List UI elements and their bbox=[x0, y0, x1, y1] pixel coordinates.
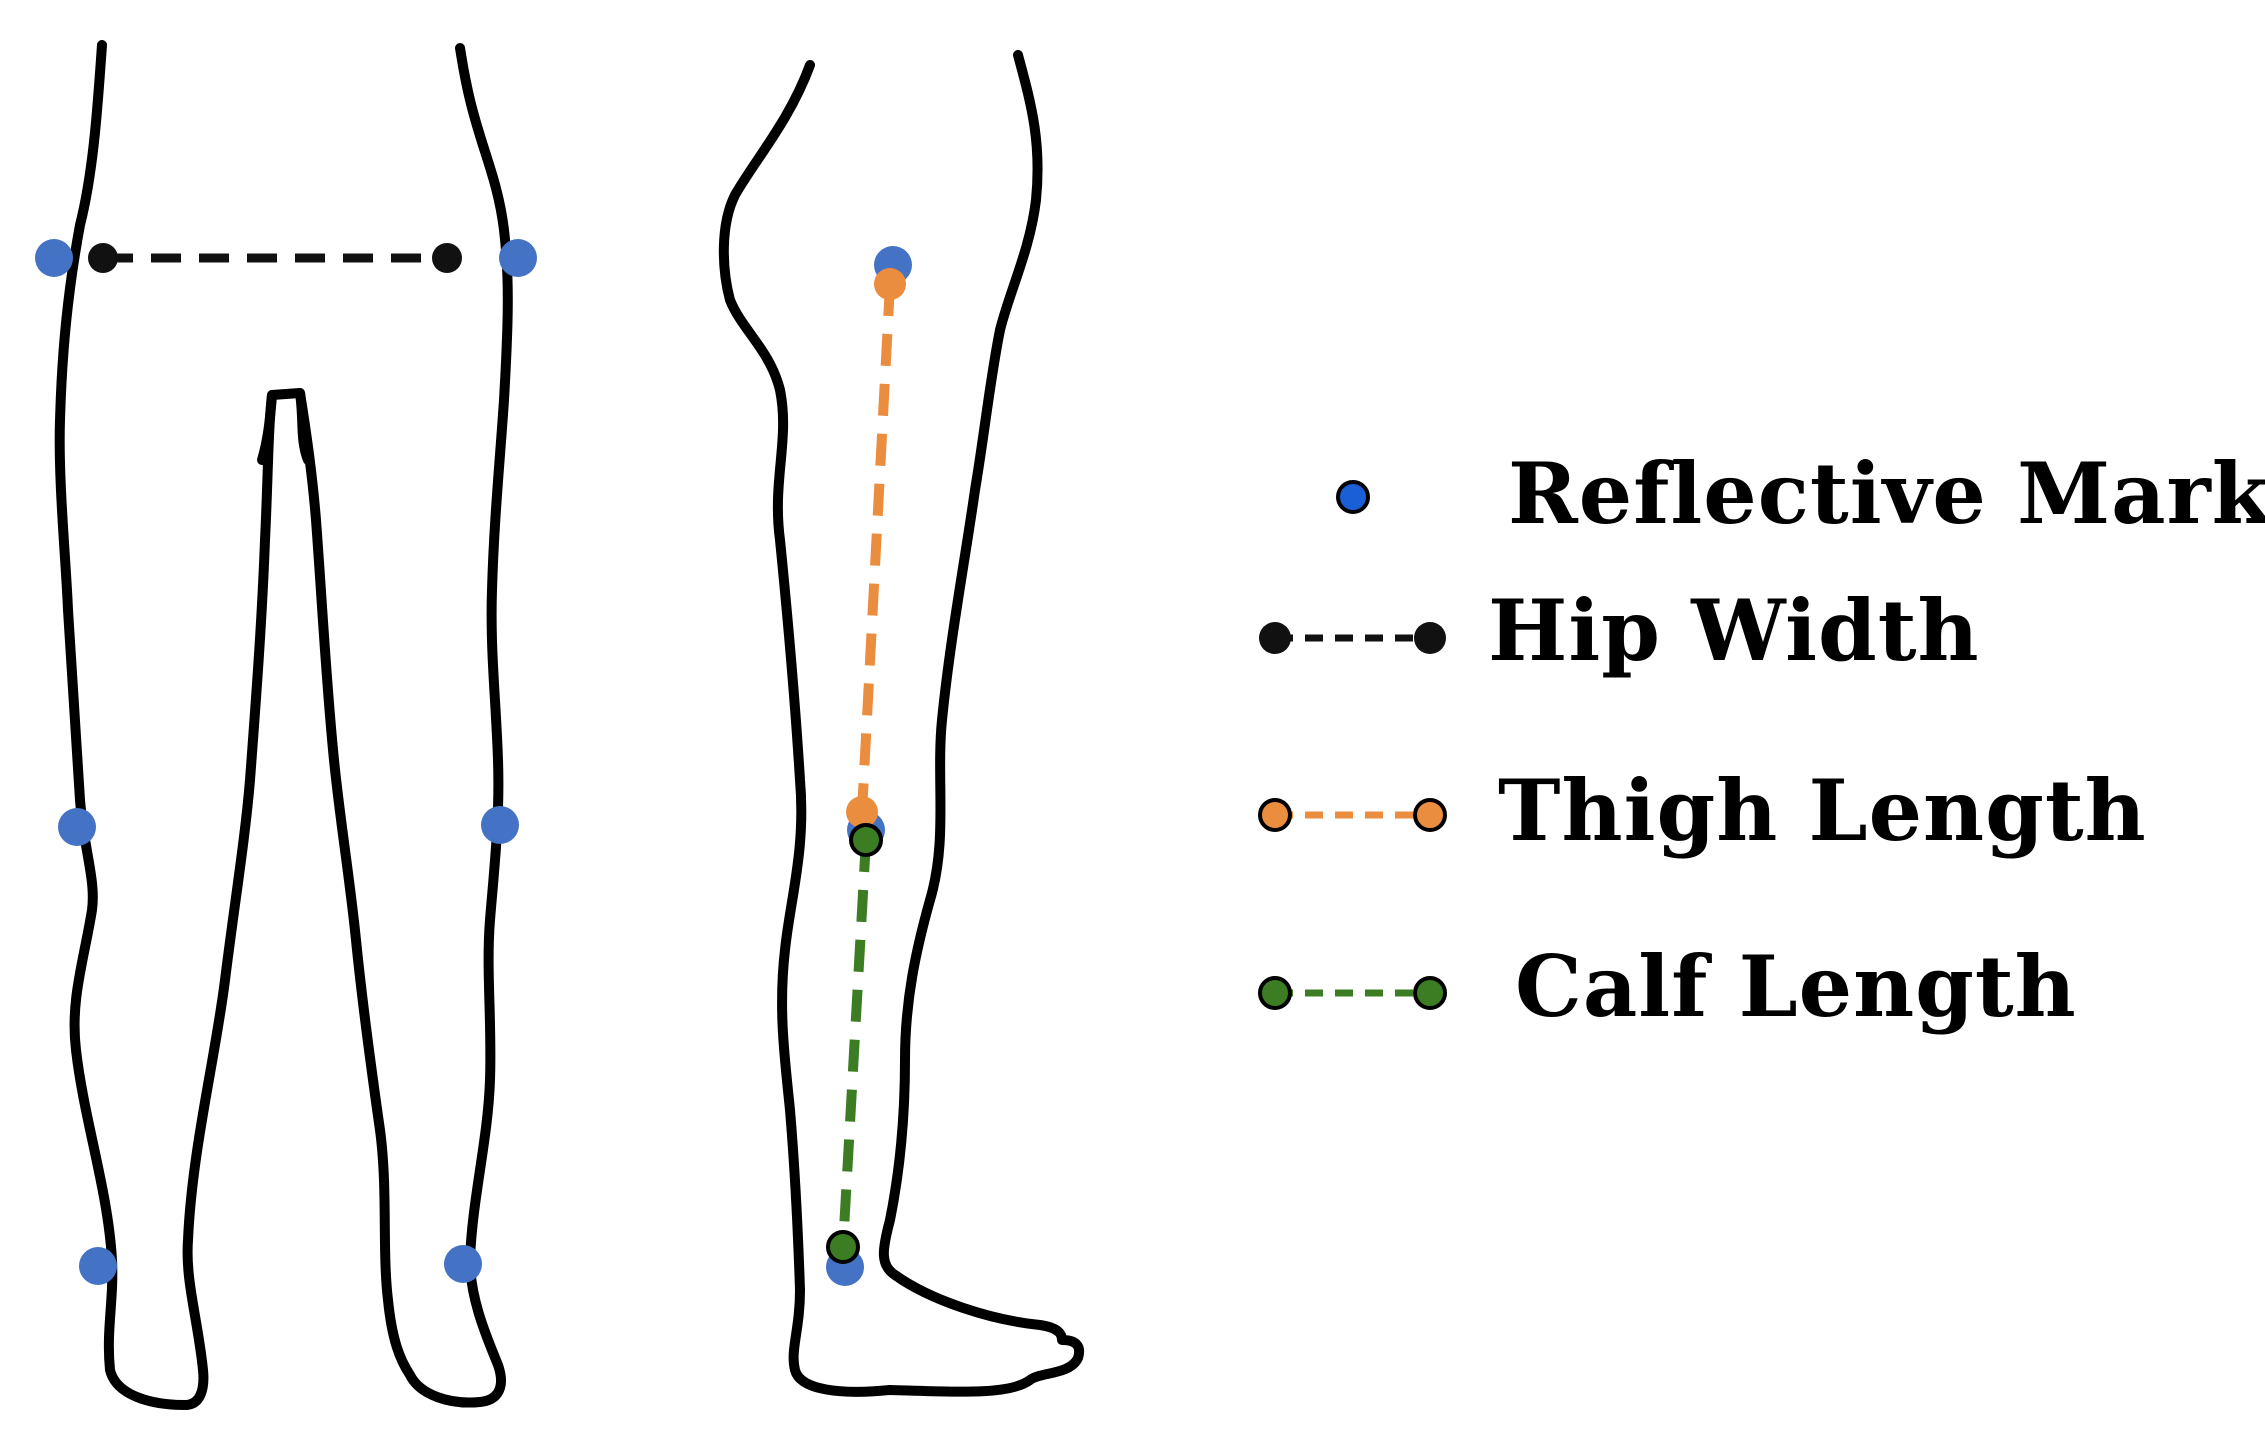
legend-item-thigh-length: Thigh Length bbox=[1258, 761, 2147, 860]
side-leg-back-outline bbox=[718, 60, 895, 1397]
legend-label-hip-width: Hip Width bbox=[1488, 581, 1980, 680]
reflective-marker bbox=[481, 806, 519, 844]
legend: Reflective Markers Hip Width Thigh Lengt… bbox=[1258, 444, 2265, 1036]
hip-width-measure bbox=[88, 243, 462, 273]
legend-label-calf-length: Calf Length bbox=[1515, 937, 2077, 1036]
legend-calf-dot-right bbox=[1413, 976, 1447, 1010]
legend-item-reflective-markers: Reflective Markers bbox=[1336, 444, 2265, 543]
side-leg-front-outline bbox=[878, 50, 1085, 1397]
front-reflective-markers bbox=[35, 239, 537, 1285]
thigh-length-endpoint-bottom bbox=[846, 796, 878, 828]
legend-item-calf-length: Calf Length bbox=[1258, 937, 2077, 1036]
reflective-marker bbox=[35, 239, 73, 277]
thigh-length-measure bbox=[846, 268, 906, 828]
reflective-marker bbox=[499, 239, 537, 277]
legend-hip-dot-left bbox=[1259, 622, 1291, 654]
front-right-leg-outline bbox=[295, 43, 513, 1408]
calf-length-endpoint-bottom bbox=[826, 1230, 860, 1264]
thigh-length-dashed-line bbox=[857, 283, 895, 813]
legend-hip-dot-right bbox=[1414, 622, 1446, 654]
legend-label-reflective-markers: Reflective Markers bbox=[1508, 444, 2265, 543]
legend-thigh-dot-right bbox=[1413, 798, 1447, 832]
calf-length-dashed-line bbox=[838, 839, 871, 1248]
side-view-leg bbox=[718, 50, 1085, 1397]
thigh-length-endpoint-top bbox=[874, 268, 906, 300]
calf-length-endpoint-top bbox=[849, 823, 883, 857]
reflective-marker bbox=[58, 808, 96, 846]
legend-calf-dot-left bbox=[1258, 976, 1292, 1010]
hip-width-endpoint-left bbox=[88, 243, 118, 273]
reflective-marker bbox=[79, 1247, 117, 1285]
front-left-leg-outline bbox=[54, 40, 277, 1410]
hip-width-endpoint-right bbox=[432, 243, 462, 273]
legend-label-thigh-length: Thigh Length bbox=[1498, 761, 2147, 860]
legend-item-hip-width: Hip Width bbox=[1259, 581, 1980, 680]
front-view-legs bbox=[54, 40, 513, 1410]
calf-length-measure bbox=[826, 823, 883, 1264]
reflective-marker bbox=[444, 1245, 482, 1283]
legend-marker-dot bbox=[1336, 480, 1370, 514]
legend-thigh-dot-left bbox=[1258, 798, 1292, 832]
